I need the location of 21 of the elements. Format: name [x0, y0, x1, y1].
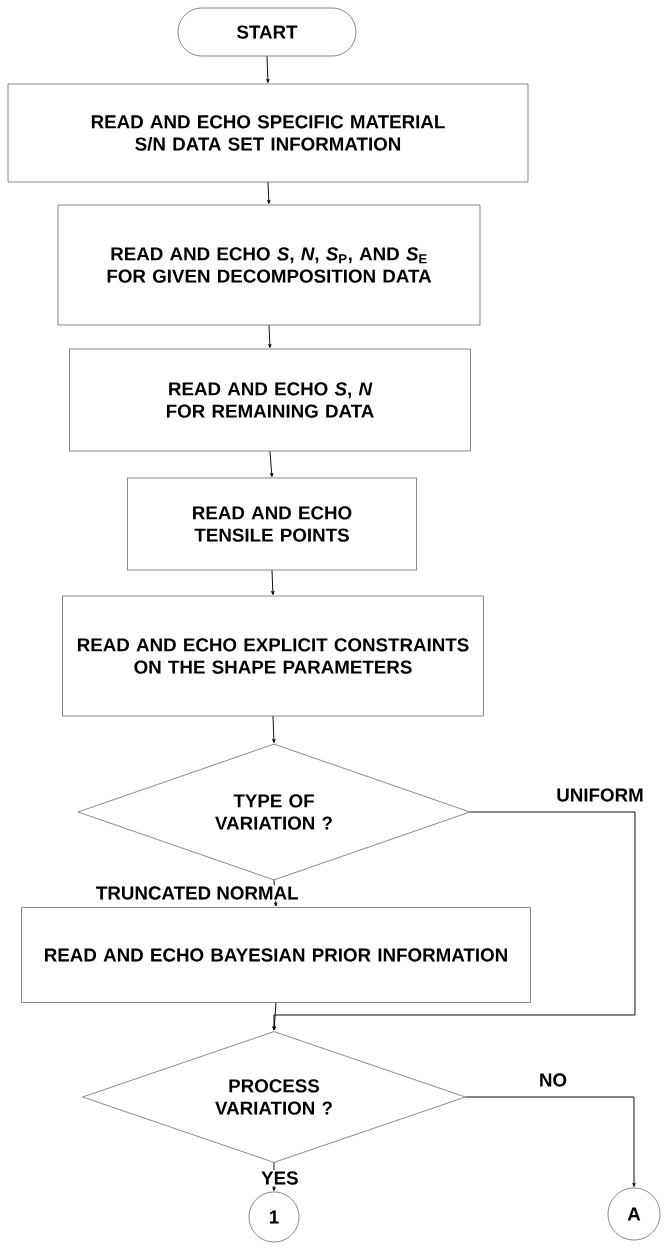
- process-box: READ AND ECHO S, N, S$_{P}$, AND S$_{E}$ FOR GIVEN DECOMPOSITION DATA: [57, 204, 481, 326]
- arrow: [271, 569, 275, 595]
- arrow: [268, 324, 272, 348]
- process-box: READ AND ECHO BAYESIAN PRIOR INFORMATION: [21, 907, 531, 1003]
- process-box: READ AND ECHO SPECIFIC MATERIAL S/N DATA SET INFORMATION: [7, 83, 529, 183]
- arrow: [267, 181, 271, 204]
- arrow: [272, 715, 276, 743]
- arrow: [273, 879, 278, 907]
- process-box: READ AND ECHO EXPLICIT CONSTRAINTS ON THE SHAPE PARAMETERS: [62, 595, 484, 717]
- arrow: [272, 1002, 277, 1031]
- edge-label: TRUNCATED NORMAL: [94, 885, 300, 901]
- arrow: [266, 55, 270, 83]
- edge-label: UNIFORM: [555, 787, 645, 803]
- start-terminal: START: [177, 7, 357, 57]
- arrow: [465, 1096, 636, 1187]
- edge-label: NO: [537, 1072, 569, 1088]
- edge-label: YES: [259, 1170, 300, 1186]
- arrow: [269, 450, 274, 477]
- process-box: READ AND ECHO TENSILE POINTS: [127, 477, 417, 571]
- process-box: READ AND ECHO S, N FOR REMAINING DATA: [69, 348, 471, 452]
- arrow: [272, 811, 636, 1031]
